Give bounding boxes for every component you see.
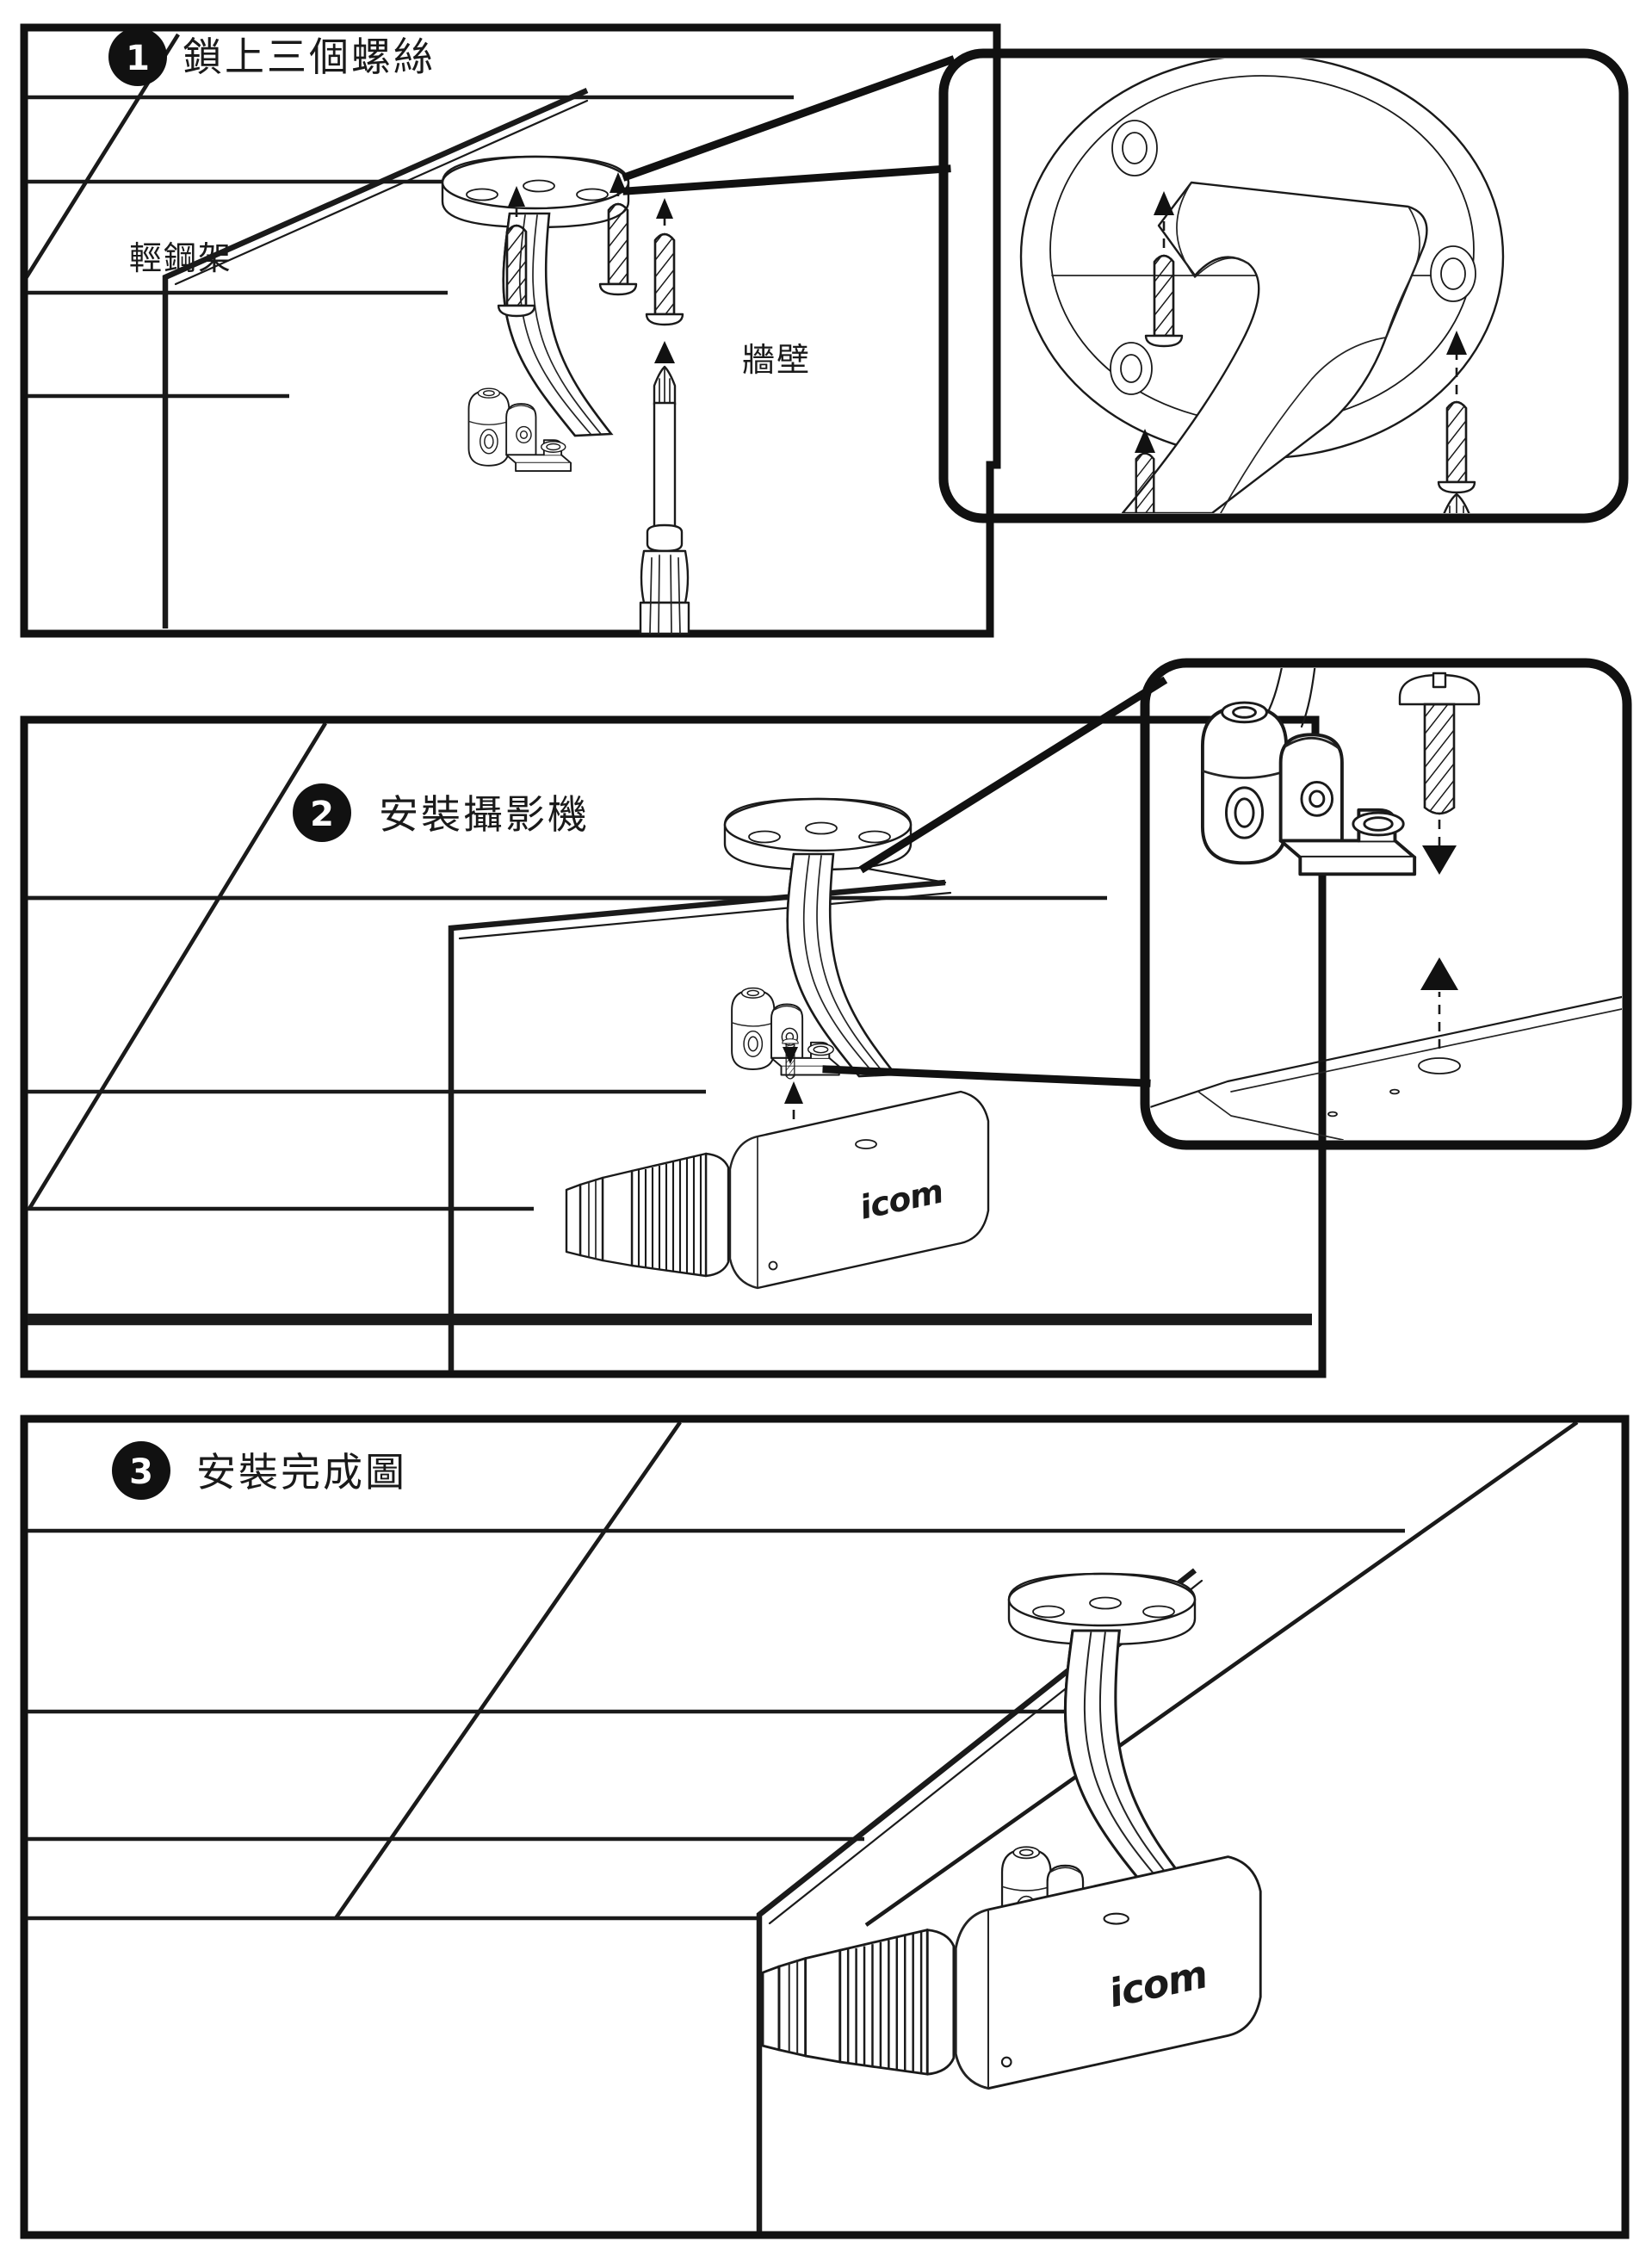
ceiling-grid-diagonal [28, 723, 327, 1210]
step-2-title: 安裝攝影機 [379, 791, 590, 838]
step-2-badge: 2 [293, 783, 351, 842]
solid-arrow-up-icon [1154, 191, 1174, 215]
step-1-badge: 1 [108, 28, 167, 86]
ceiling-edge [448, 879, 946, 1371]
solid-arrow-up-icon [656, 198, 673, 219]
panel-1: 1 鎖上三個螺絲 輕鋼架 牆壁 [20, 23, 1629, 638]
hinge-knuckle-detail [1200, 701, 1417, 876]
ceiling-edge-inner [174, 99, 589, 286]
bullet-camera-p3: icom [761, 1855, 1262, 2090]
panel-1-callout [938, 48, 1629, 523]
label-wall: 牆壁 [742, 341, 811, 379]
screw-right [645, 232, 684, 326]
solid-arrow-up-icon [784, 1081, 803, 1104]
solid-arrow-up-icon [508, 186, 525, 207]
panel-3: 3 安裝完成圖 icom [20, 1415, 1630, 2239]
solid-arrow-up-icon [1420, 957, 1458, 990]
panel-2-frame [20, 715, 1327, 1378]
ceiling-grid-diagonal-2 [864, 1422, 1579, 1927]
solid-arrow-up-icon [609, 172, 627, 193]
ceiling-edge [756, 1568, 1197, 2232]
bullet-camera-p2: icom [565, 1090, 990, 1290]
callout-leader-p1 [622, 55, 956, 195]
step-1-number: 1 [126, 39, 150, 78]
solid-arrow-up-icon [1135, 429, 1155, 453]
callout-leader-p2 [822, 676, 1168, 1087]
panel-1-frame [20, 23, 1001, 638]
panel-2: 2 安裝攝影機 icom [20, 658, 1632, 1378]
ceiling-grid-lines-p3 [28, 1528, 1405, 1842]
phillips-screwdriver [639, 341, 690, 635]
solid-arrow-down-icon [1422, 845, 1457, 875]
mount-assembly-p1 [441, 155, 630, 473]
step-3-number: 3 [129, 1452, 153, 1492]
step-2-number: 2 [310, 795, 334, 834]
mount-assembly-p2 [723, 797, 913, 1078]
callout-1-frame [938, 48, 1629, 523]
camera-mount-screw-p2 [782, 1038, 799, 1080]
solid-arrow-up-icon [1446, 331, 1467, 355]
ceiling-grid-diagonal [334, 1422, 682, 1920]
panel-3-frame [20, 1415, 1630, 2239]
callout-2-frame [1140, 658, 1632, 1150]
ceiling-grid-lines [28, 95, 794, 399]
panel-2-callout [1140, 658, 1632, 1150]
screw-group-p1 [497, 172, 684, 326]
step-3-badge: 3 [112, 1441, 170, 1500]
step-3-title: 安裝完成圖 [196, 1449, 407, 1495]
solid-arrow-down-icon [783, 1047, 798, 1064]
step-1-title: 鎖上三個螺絲 [183, 34, 436, 80]
screw-detail-3 [1437, 400, 1476, 494]
mount-arm [1063, 1629, 1194, 1894]
label-ceiling-grid: 輕鋼架 [129, 239, 232, 277]
solid-arrow-up-icon [654, 341, 675, 363]
ceiling-edge [162, 88, 589, 628]
pan-head-screw [1398, 672, 1481, 815]
